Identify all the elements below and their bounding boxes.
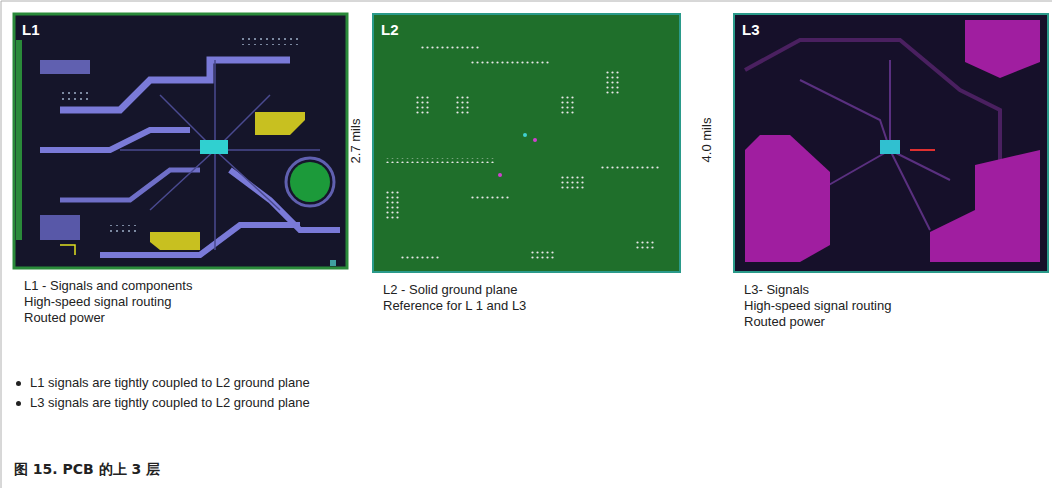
figure-caption: 图 15. PCB 的上 3 层 <box>14 461 160 479</box>
bullet-dot <box>16 401 21 406</box>
layer-caption: Routed power <box>24 310 105 326</box>
l3-board <box>734 14 1048 272</box>
dimension-label: 2.7 mils <box>348 119 364 164</box>
layer-caption: L2 - Solid ground plane <box>383 282 517 298</box>
pcb-layer-panel: L3L3- SignalsHigh-speed signal routingRo… <box>734 14 1048 272</box>
layer-caption: Routed power <box>744 314 825 330</box>
bullet-note: L3 signals are tightly coupled to L2 gro… <box>30 395 310 411</box>
layer-caption: L1 - Signals and components <box>24 278 192 294</box>
bullet-note: L1 signals are tightly coupled to L2 gro… <box>30 375 310 391</box>
l2-board <box>373 14 680 272</box>
layer-tag: L2 <box>381 21 399 38</box>
layer-caption: High-speed signal routing <box>744 298 891 314</box>
bullet-dot <box>16 381 21 386</box>
layer-caption: High-speed signal routing <box>24 294 171 310</box>
layer-tag: L1 <box>22 21 40 38</box>
layer-tag: L3 <box>742 21 760 38</box>
layer-caption: L3- Signals <box>744 282 809 298</box>
layer-caption: Reference for L 1 and L3 <box>383 298 526 314</box>
dimension-label: 4.0 mils <box>699 118 715 163</box>
l1-board <box>14 14 347 268</box>
pcb-layer-panel: L2L2 - Solid ground planeReference for L… <box>373 14 680 272</box>
pcb-layer-panel: L1L1 - Signals and componentsHigh-speed … <box>14 14 347 268</box>
